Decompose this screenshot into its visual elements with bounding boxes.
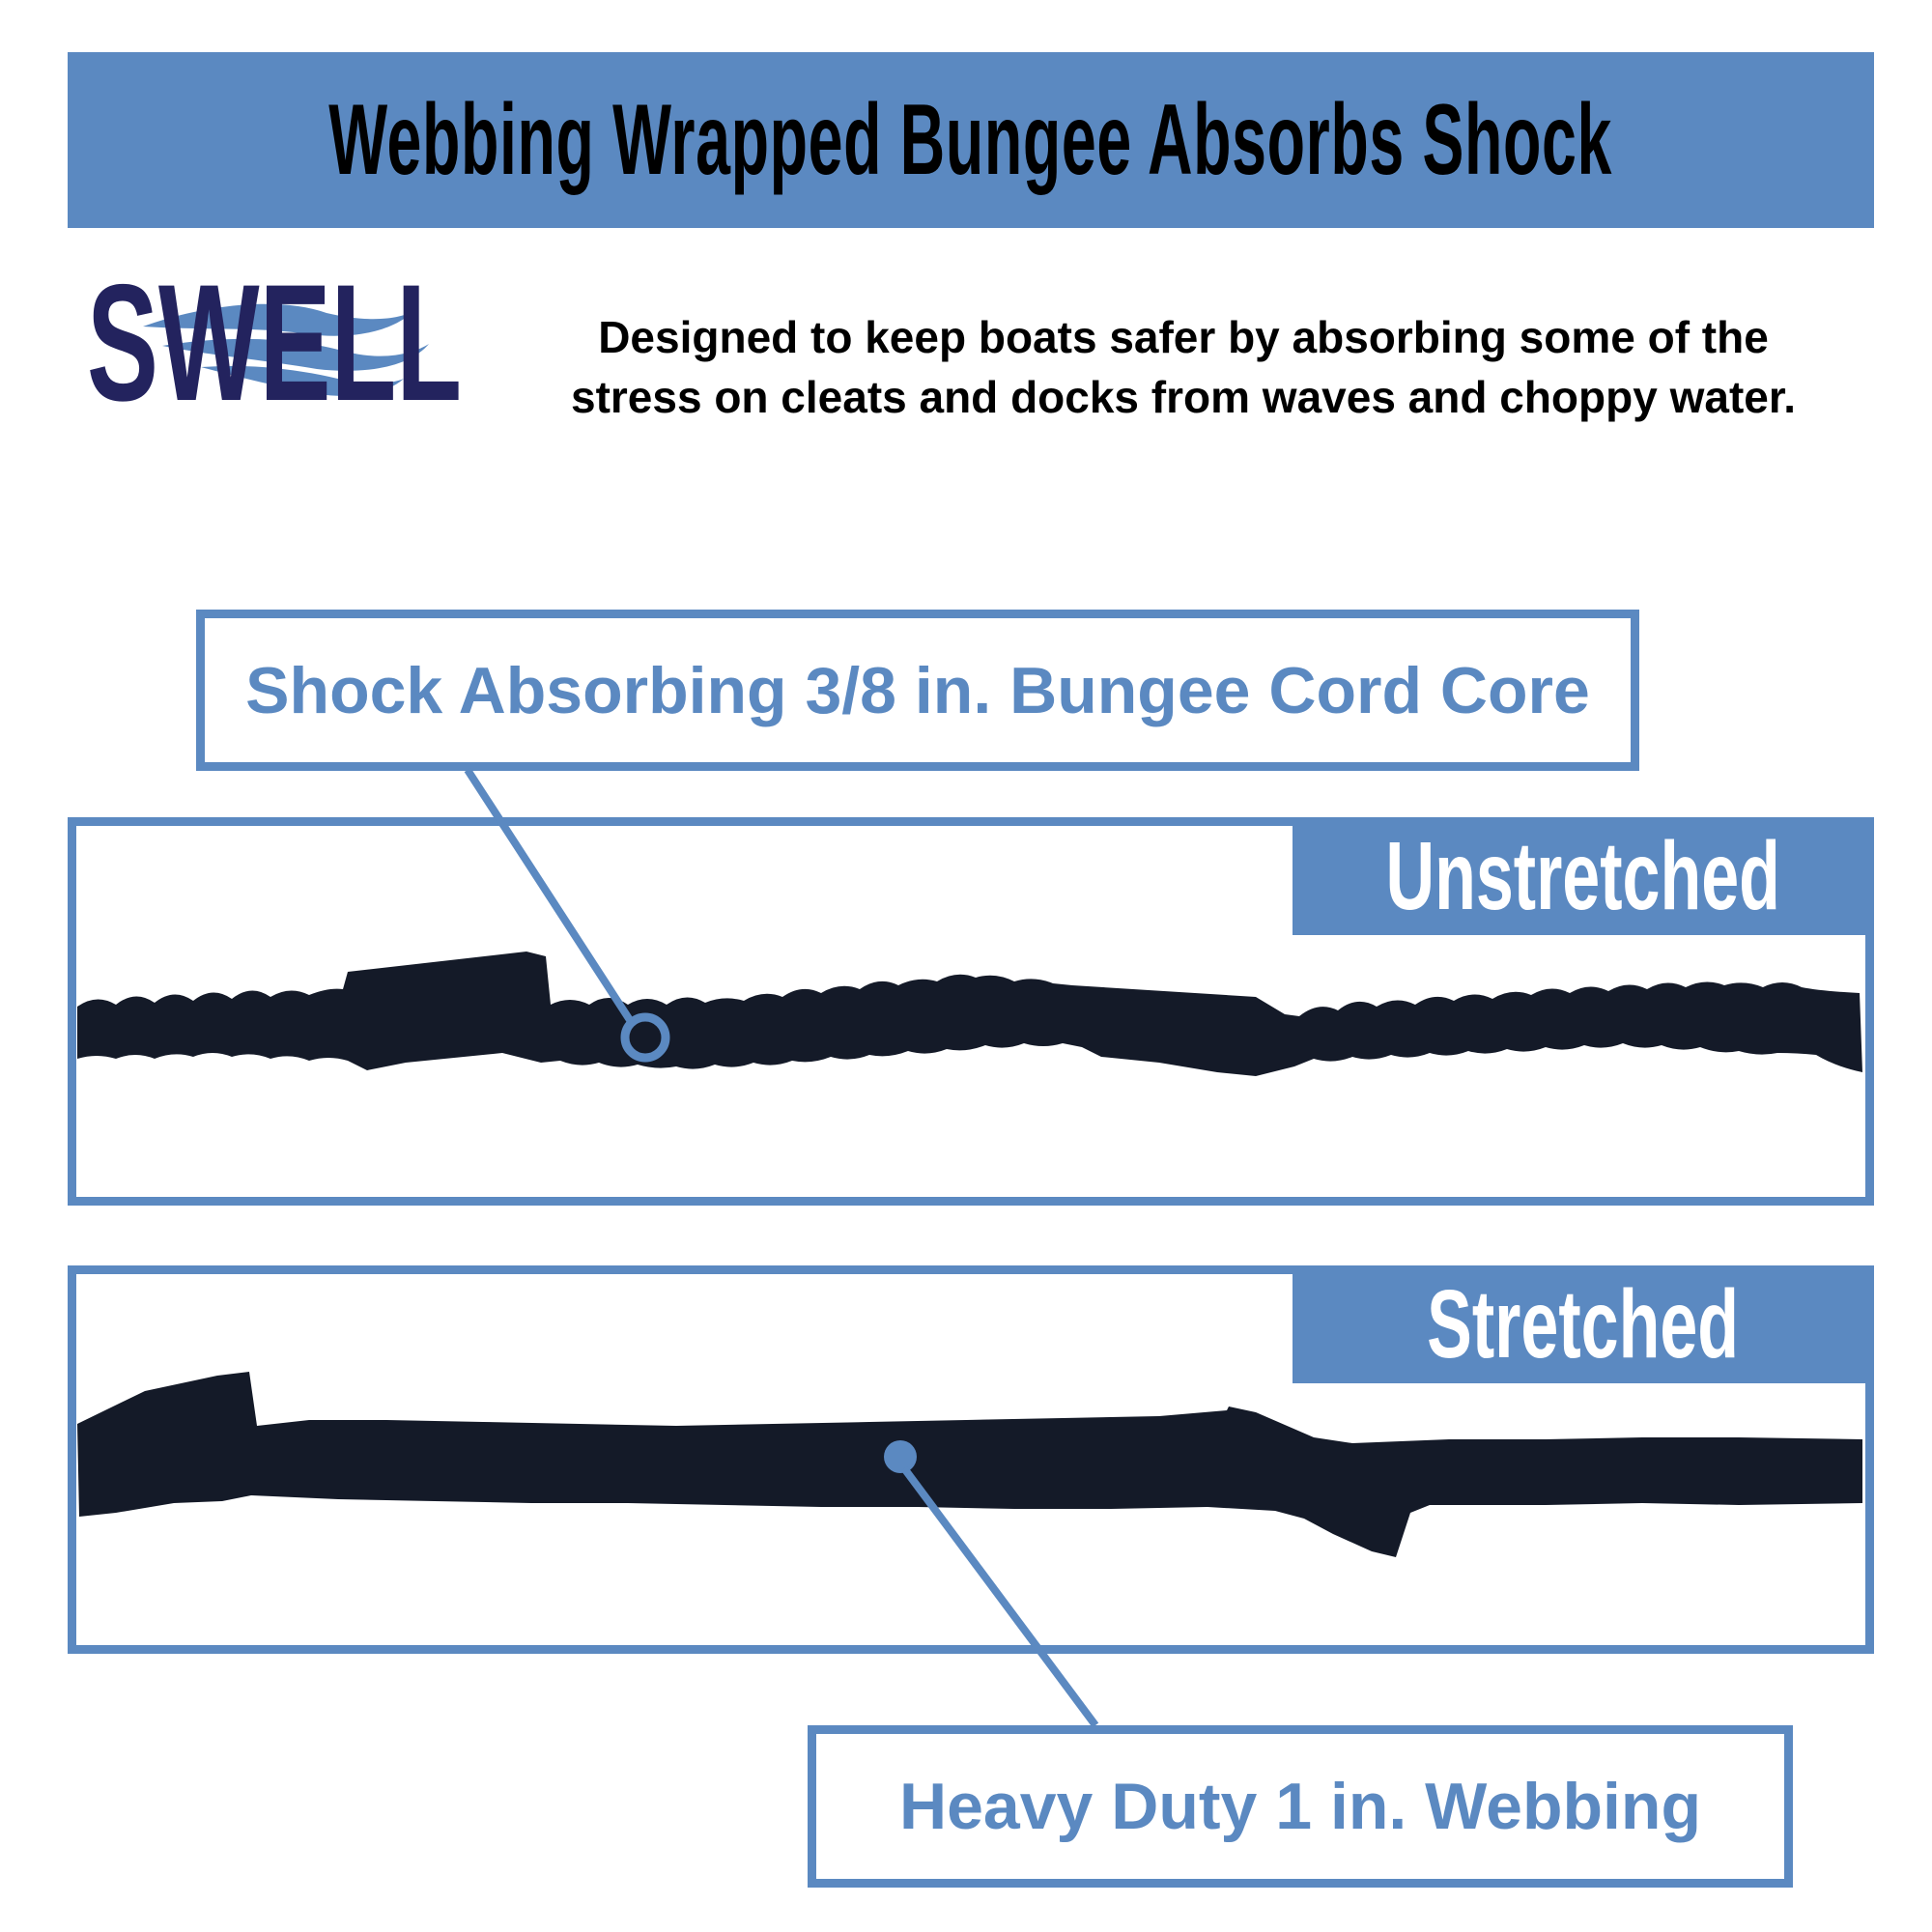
title-banner: Webbing Wrapped Bungee Absorbs Shock: [68, 52, 1874, 228]
callout-bungee-core-label: Shock Absorbing 3/8 in. Bungee Cord Core: [245, 653, 1590, 727]
callout-webbing-label: Heavy Duty 1 in. Webbing: [898, 1770, 1701, 1843]
panel-stretched-label: Stretched: [1427, 1269, 1740, 1378]
svg-text:SWELL: SWELL: [87, 267, 462, 406]
description-line-1: Designed to keep boats safer by absorbin…: [598, 312, 1769, 362]
panel-stretched-tab: Stretched: [1293, 1265, 1874, 1383]
panel-unstretched: Unstretched: [68, 817, 1874, 1206]
description-line-2: stress on cleats and docks from waves an…: [570, 372, 1796, 422]
page-title: Webbing Wrapped Bungee Absorbs Shock: [328, 83, 1613, 196]
panel-stretched: Stretched: [68, 1265, 1874, 1654]
product-description: Designed to keep boats safer by absorbin…: [522, 307, 1845, 427]
swell-logo-icon: SWELL: [87, 250, 462, 436]
swell-logo: SWELL: [85, 250, 464, 436]
panel-unstretched-label: Unstretched: [1385, 821, 1781, 930]
callout-bungee-core: Shock Absorbing 3/8 in. Bungee Cord Core: [196, 610, 1639, 771]
panel-unstretched-tab: Unstretched: [1293, 817, 1874, 935]
callout-webbing: Heavy Duty 1 in. Webbing: [808, 1725, 1793, 1888]
